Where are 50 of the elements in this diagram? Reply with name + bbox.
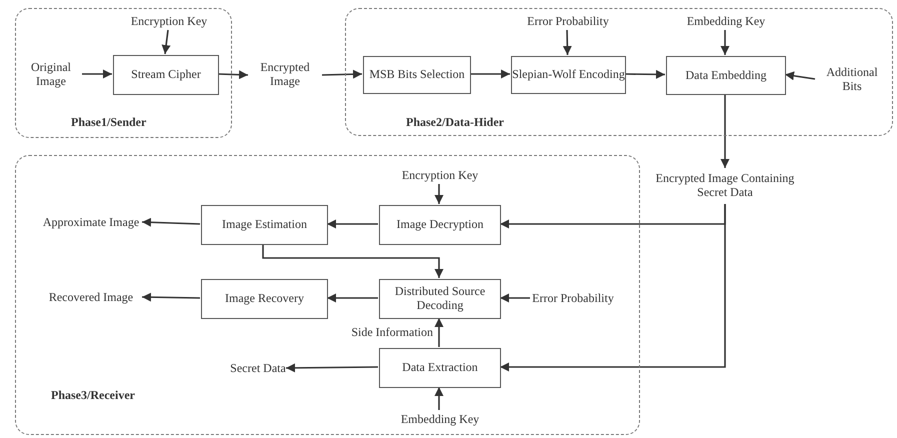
arrow bbox=[434, 387, 444, 410]
process-box: Data Embedding bbox=[666, 56, 786, 95]
arrow bbox=[500, 204, 726, 372]
signal-label: Encryption Key bbox=[402, 169, 478, 183]
process-box: Image Decryption bbox=[379, 205, 501, 245]
arrow bbox=[322, 70, 362, 79]
arrow bbox=[142, 218, 200, 227]
arrow bbox=[327, 294, 378, 302]
signal-label: Additional Bits bbox=[825, 66, 879, 94]
process-box: Slepian-Wolf Encoding bbox=[511, 56, 626, 94]
arrow bbox=[218, 70, 248, 80]
phase-title: Phase2/Data-Hider bbox=[406, 115, 504, 130]
signal-label: Original Image bbox=[30, 61, 72, 89]
arrow bbox=[142, 292, 200, 302]
signal-label: Approximate Image bbox=[42, 216, 140, 230]
arrow bbox=[562, 30, 572, 56]
phase-panel bbox=[345, 8, 893, 136]
signal-label: Error Probability bbox=[527, 15, 609, 29]
arrow bbox=[262, 244, 444, 278]
arrow bbox=[720, 30, 730, 55]
arrow bbox=[286, 363, 378, 372]
signal-label: Embedding Key bbox=[400, 413, 480, 427]
phase-panel bbox=[15, 155, 640, 435]
arrow bbox=[162, 30, 171, 54]
arrow bbox=[470, 70, 510, 78]
signal-label: Embedding Key bbox=[686, 15, 766, 29]
signal-label: Encryption Key bbox=[130, 15, 208, 29]
signal-label: Recovered Image bbox=[48, 291, 134, 305]
process-box: MSB Bits Selection bbox=[363, 56, 471, 94]
arrow bbox=[82, 70, 112, 78]
signal-label: Secret Data bbox=[230, 362, 286, 376]
arrow bbox=[434, 184, 444, 204]
arrow bbox=[624, 70, 666, 79]
signal-label: Error Probability bbox=[532, 292, 614, 306]
signal-label: Encrypted Image bbox=[259, 61, 311, 89]
process-box: Data Extraction bbox=[379, 348, 501, 388]
edge-label: Side Information bbox=[351, 324, 433, 340]
process-box: Stream Cipher bbox=[113, 55, 219, 95]
phase-title: Phase1/Sender bbox=[71, 115, 146, 130]
arrow bbox=[720, 94, 730, 168]
arrow bbox=[500, 294, 530, 302]
process-box: Distributed Source Decoding bbox=[379, 279, 501, 319]
phase-title: Phase3/Receiver bbox=[51, 388, 135, 403]
process-box: Image Estimation bbox=[201, 205, 328, 245]
process-box: Image Recovery bbox=[201, 279, 328, 319]
phase-panel bbox=[15, 8, 232, 138]
signal-label: Encrypted Image Containing Secret Data bbox=[654, 172, 796, 200]
arrow bbox=[434, 318, 444, 347]
arrow bbox=[784, 71, 816, 80]
arrow bbox=[327, 220, 378, 228]
